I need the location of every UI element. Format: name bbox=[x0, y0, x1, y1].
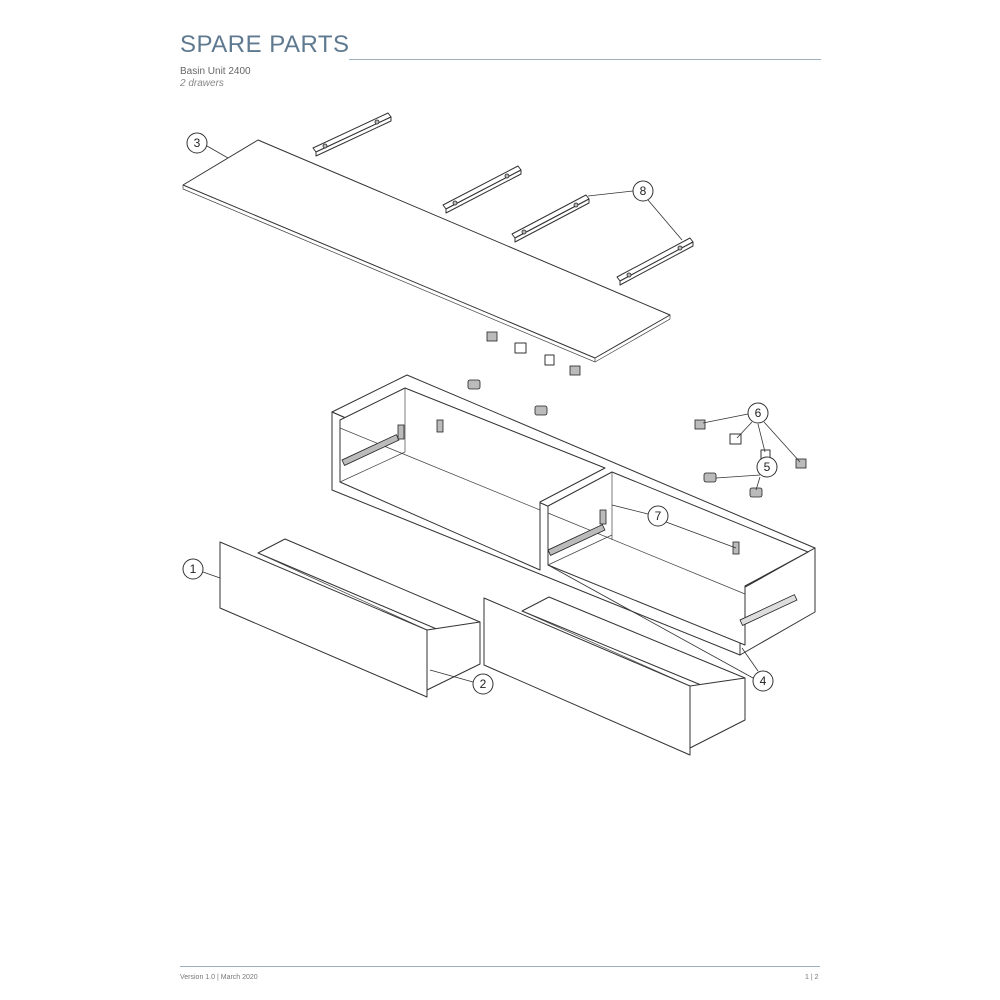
footer-page-number: 1 | 2 bbox=[805, 974, 819, 981]
callout-4: 4 bbox=[752, 670, 774, 692]
drawer-right bbox=[483, 596, 746, 756]
callout-6: 6 bbox=[747, 402, 769, 424]
callout-1: 1 bbox=[182, 558, 204, 580]
svg-text:3: 3 bbox=[194, 136, 201, 150]
svg-text:6: 6 bbox=[755, 406, 762, 420]
product-variant: 2 drawers bbox=[180, 78, 224, 89]
svg-text:5: 5 bbox=[764, 460, 771, 474]
product-name: Basin Unit 2400 bbox=[180, 66, 251, 77]
svg-text:8: 8 bbox=[640, 184, 647, 198]
header-divider bbox=[349, 59, 821, 60]
batten-rails bbox=[312, 112, 694, 286]
callout-7: 7 bbox=[647, 505, 669, 527]
svg-text:1: 1 bbox=[190, 562, 197, 576]
callout-3: 3 bbox=[186, 132, 208, 154]
leader-lines bbox=[202, 145, 801, 683]
page-title: SPARE PARTS bbox=[180, 31, 350, 58]
footer-version: Version 1.0 | March 2020 bbox=[180, 974, 258, 981]
footer-divider bbox=[180, 966, 820, 967]
callout-5: 5 bbox=[756, 456, 778, 478]
cabinet-carcass bbox=[331, 374, 816, 656]
svg-text:7: 7 bbox=[655, 509, 662, 523]
callout-2: 2 bbox=[472, 673, 494, 695]
svg-text:2: 2 bbox=[480, 677, 487, 691]
fitting-hardware bbox=[467, 331, 807, 498]
svg-text:4: 4 bbox=[760, 674, 767, 688]
worktop-panel bbox=[182, 139, 671, 363]
callout-8: 8 bbox=[632, 180, 654, 202]
